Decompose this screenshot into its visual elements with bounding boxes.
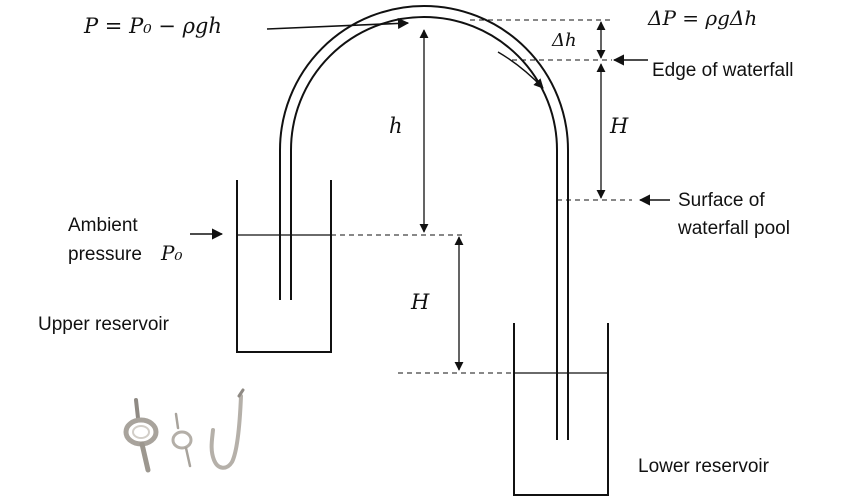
upper-reservoir-container — [236, 180, 332, 353]
lower-reservoir-container — [513, 323, 609, 496]
lower-reservoir-label: Lower reservoir — [638, 456, 770, 477]
dashed-guides — [331, 19, 632, 374]
delta-h-symbol: Δh — [551, 30, 577, 51]
pointer-arrows — [190, 17, 670, 240]
upper-reservoir-label: Upper reservoir — [38, 314, 170, 335]
siphon-tube-inner-wall — [290, 16, 558, 440]
edge-of-waterfall-label: Edge of waterfall — [652, 60, 794, 81]
surface-label-line2: waterfall pool — [677, 218, 790, 239]
pressure-formula: P = P₀ − ρgh — [83, 14, 222, 38]
ambient-p0-symbol: P₀ — [160, 241, 182, 265]
delta-p-formula: ΔP = ρgΔh — [647, 6, 757, 30]
h-symbol: h — [389, 114, 403, 138]
H-lower-symbol: H — [410, 290, 430, 314]
siphon-tube-photo-icon — [123, 388, 245, 473]
pressure-pointer — [266, 17, 410, 30]
dimension-arrows — [419, 21, 606, 371]
flow-arrow — [497, 51, 544, 89]
siphon-tube-outer-wall — [279, 5, 569, 440]
H-upper-symbol: H — [609, 114, 629, 138]
surface-label-line1: Surface of — [678, 190, 765, 211]
ambient-label-line1: Ambient — [68, 215, 138, 236]
siphon-tube — [279, 5, 569, 440]
ambient-label-line2: pressure — [68, 244, 142, 265]
